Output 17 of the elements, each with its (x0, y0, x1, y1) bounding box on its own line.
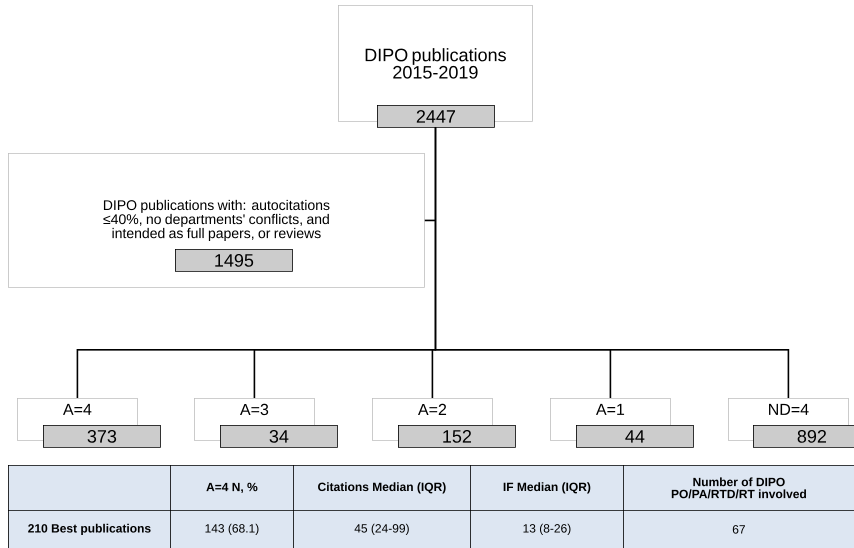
table-cell: 67 (623, 510, 854, 548)
count-box: 34 (220, 425, 338, 448)
table-cell: Number of DIPO PO/PA/RTD/RT involved (623, 465, 854, 511)
connector-line (434, 128, 790, 398)
table-cell: IF Median (IQR) (470, 465, 624, 511)
count-box: 373 (43, 425, 161, 448)
table-cell: A=4 N, % (170, 465, 294, 511)
count-box: 892 (753, 425, 854, 448)
count-box: 2447 (377, 105, 495, 128)
table-cell: 13 (8-26) (470, 510, 624, 548)
table-cell: 210 Best publications (8, 510, 171, 548)
count-box: 44 (576, 425, 694, 448)
table-cell: Citations Median (IQR) (293, 465, 471, 511)
table-cell: 143 (68.1) (170, 510, 294, 548)
count-box: 152 (398, 425, 516, 448)
count-box: 1495 (175, 249, 293, 272)
table-cell: 45 (24-99) (293, 510, 471, 548)
